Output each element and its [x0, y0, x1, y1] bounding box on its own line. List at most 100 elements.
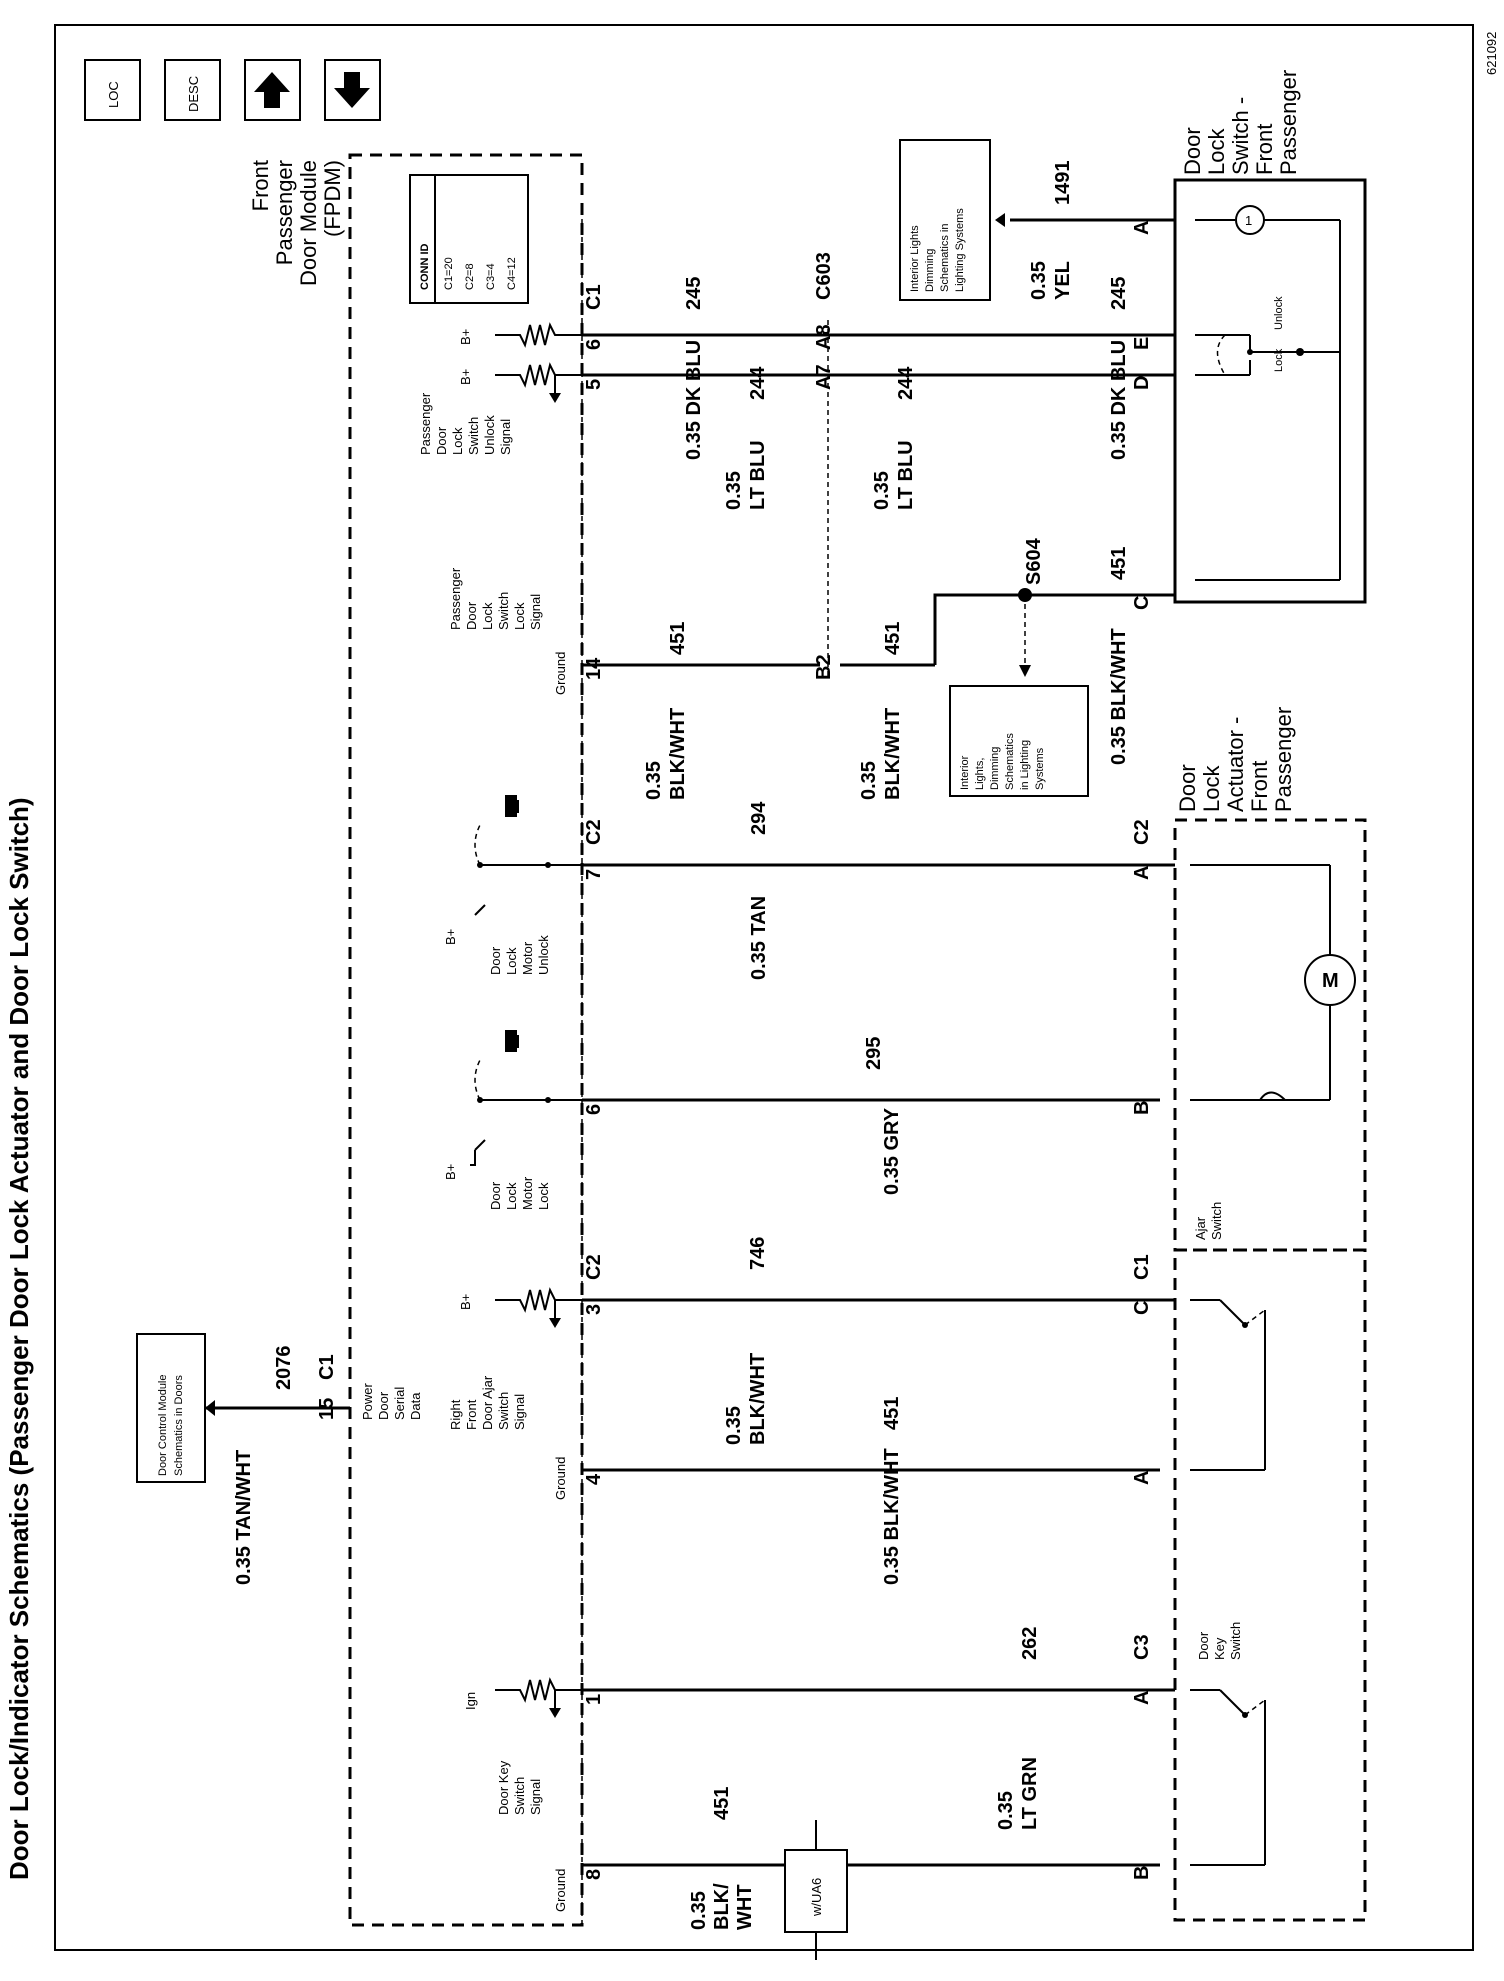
w8-color-2: BLK/	[711, 1883, 733, 1930]
svg-text:Ajar: Ajar	[1193, 1216, 1208, 1240]
w6-end: B	[1131, 1101, 1153, 1115]
svg-text:Lock: Lock	[1199, 765, 1224, 812]
svg-text:in Lighting: in Lighting	[1019, 740, 1031, 790]
lamp-icon: 1	[1195, 205, 1341, 581]
pin-7: 7	[583, 869, 605, 880]
diagram-title: Door Lock/Indicator Schematics (Passenge…	[4, 797, 34, 1880]
svg-text:Passenger: Passenger	[1271, 707, 1296, 812]
w3-end-conn: C1	[1131, 1254, 1153, 1280]
serial-arrow-icon	[205, 1400, 215, 1416]
w5-circuit-b: 244	[895, 366, 917, 400]
w5-circuit: 244	[747, 366, 769, 400]
yel-arrow-icon	[995, 213, 1005, 227]
svg-text:Lock: Lock	[1273, 348, 1285, 372]
interior-lights-ref-mid[interactable]: Interior Lights, Dimming Schematics in L…	[949, 685, 1089, 797]
w6-color: 0.35 GRY	[881, 1107, 903, 1195]
door-key-signal-label: Door Key Switch Signal	[496, 1760, 543, 1815]
w5-end: D	[1131, 376, 1153, 390]
svg-text:Lock: Lock	[512, 602, 527, 630]
wyel-color-1: 0.35	[1028, 261, 1050, 300]
bplus-label-motor-unlock: B+	[443, 929, 458, 945]
interior-lights-ref-top[interactable]: Interior Lights Dimming Schematics in Li…	[899, 139, 991, 301]
arrow-down-icon[interactable]	[324, 59, 381, 121]
svg-text:Switch: Switch	[466, 417, 481, 455]
w3-end: C	[1131, 1301, 1153, 1315]
svg-text:w/UA6: w/UA6	[809, 1878, 824, 1917]
ajar-switch-label: Ajar Switch	[1193, 1202, 1224, 1240]
bplus-label-unlock: B+	[458, 329, 473, 345]
svg-text:M: M	[1322, 970, 1339, 992]
svg-text:Interior: Interior	[959, 755, 971, 790]
motor-unlock-label: Door Lock Motor Unlock	[488, 935, 551, 975]
pin-1: 1	[583, 1694, 605, 1705]
serial-conn: C1	[316, 1354, 338, 1380]
w7-circuit: 294	[748, 801, 770, 835]
bplus-label-ajar: B+	[458, 1294, 473, 1310]
svg-text:Lights,: Lights,	[974, 758, 986, 790]
lock-resistor-icon	[495, 362, 582, 388]
svg-text:Motor: Motor	[520, 941, 535, 975]
splice-label: S604	[1023, 537, 1045, 585]
w4-color: 0.35 BLK/WHT	[881, 1448, 903, 1585]
ign-resistor-icon	[495, 1677, 582, 1703]
w14-color-b2: BLK/WHT	[882, 708, 904, 800]
svg-text:Door: Door	[434, 426, 449, 455]
svg-text:Passenger: Passenger	[1276, 70, 1301, 175]
svg-text:Switch: Switch	[1228, 1622, 1243, 1660]
svg-text:C2=8: C2=8	[464, 263, 476, 290]
w7-color: 0.35 TAN	[748, 896, 770, 980]
arrow-up-icon[interactable]	[244, 59, 301, 121]
conn-id-table: CONN ID C1=20 C2=8 C3=4 C4=12	[409, 174, 529, 304]
ground-label-4: Ground	[553, 1457, 568, 1500]
ajar-resistor-icon	[495, 1287, 582, 1313]
w14-circuit-c: 451	[1108, 547, 1130, 580]
w7-conn: C2	[583, 819, 605, 845]
svg-text:Door: Door	[488, 946, 503, 975]
w1-end-conn: C3	[1131, 1634, 1153, 1660]
w3-color-2: BLK/WHT	[747, 1353, 769, 1445]
door-lock-switch-box	[1173, 178, 1367, 604]
svg-text:C1=20: C1=20	[443, 257, 455, 290]
motor-unlock-relay-icon	[474, 795, 582, 916]
w5-conn-b: A7	[813, 364, 835, 390]
svg-text:Switch: Switch	[496, 1392, 511, 1430]
door-control-ref[interactable]: Door Control Module Schematics in Doors	[136, 1333, 206, 1483]
svg-text:Passenger: Passenger	[272, 160, 297, 265]
svg-text:Passenger: Passenger	[418, 392, 433, 455]
svg-text:Door: Door	[464, 601, 479, 630]
key-switch-label: Door Key Switch	[1196, 1622, 1243, 1660]
w1-color-1: 0.35	[995, 1791, 1017, 1830]
svg-text:Front: Front	[248, 160, 273, 211]
w14-color-b1: 0.35	[858, 761, 880, 800]
w14-color-1: 0.35	[643, 761, 665, 800]
door-lock-switch-label: Door Lock Switch - Front Passenger	[1180, 70, 1301, 175]
svg-text:Door Key: Door Key	[496, 1760, 511, 1815]
serial-label: Power Door Serial Data	[360, 1382, 423, 1420]
ajar-switch-icon	[1190, 1299, 1266, 1471]
svg-text:Lock: Lock	[536, 1182, 551, 1210]
actuator-label: Door Lock Actuator - Front Passenger	[1175, 707, 1296, 812]
ground-label-14: Ground	[553, 652, 568, 695]
svg-text:Lock: Lock	[504, 1182, 519, 1210]
w8-color-3: WHT	[734, 1884, 756, 1930]
svg-text:Passenger: Passenger	[448, 567, 463, 630]
motor-lock-label: Door Lock Motor Lock	[488, 1176, 551, 1210]
svg-text:Door: Door	[1175, 764, 1200, 812]
ua6-option-box[interactable]: w/UA6	[784, 1849, 848, 1933]
pin-6-motor: 6	[583, 1104, 605, 1115]
svg-text:Door: Door	[1196, 1631, 1211, 1660]
svg-text:Front: Front	[464, 1399, 479, 1430]
w14-conn-b: B2	[813, 654, 835, 680]
svg-text:Switch: Switch	[512, 1777, 527, 1815]
svg-text:Signal: Signal	[498, 419, 513, 455]
loc-icon[interactable]: LOC	[84, 59, 141, 121]
svg-text:Door Control Module: Door Control Module	[157, 1375, 169, 1477]
w5-color-b2: LT BLU	[895, 440, 917, 510]
svg-text:Systems: Systems	[1034, 747, 1046, 790]
w1-end: A	[1131, 1691, 1153, 1705]
w6b-color-c: 0.35 DK BLU	[1108, 340, 1130, 460]
desc-icon[interactable]: DESC	[164, 59, 221, 121]
w5-color-2: LT BLU	[747, 440, 769, 510]
svg-text:Key: Key	[1212, 1637, 1227, 1660]
